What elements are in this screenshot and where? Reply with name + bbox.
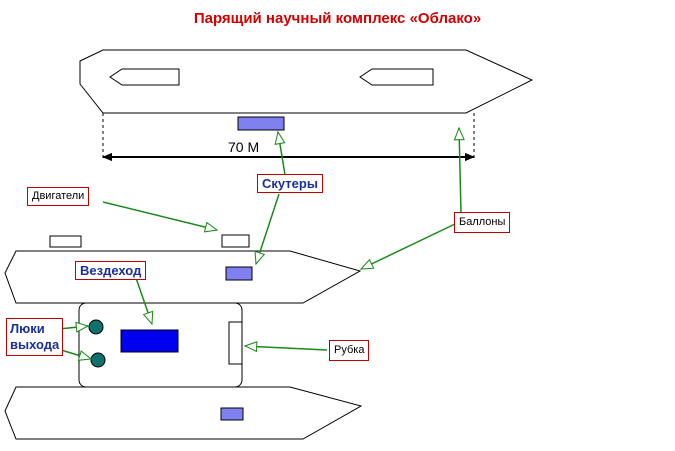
dimension-label: 70 М <box>228 139 260 155</box>
arrow-hatch-top <box>58 326 88 329</box>
arrow-hatch-bottom <box>60 349 91 359</box>
top-engine-right <box>359 68 434 86</box>
label-hatches: Люки выхода <box>6 318 64 356</box>
callout-arrows <box>58 128 461 359</box>
side-scooter <box>225 266 253 281</box>
side-engine-left <box>49 235 82 248</box>
top-view <box>79 49 534 162</box>
label-hatches-line2: выхода <box>10 337 60 352</box>
label-rover: Вездеход <box>75 261 147 280</box>
diagram-title: Парящий научный комплекс «Облако» <box>193 10 482 27</box>
label-hatches-line1: Люки <box>10 321 45 336</box>
upper-balloon <box>4 250 362 304</box>
arrow-engines <box>102 201 217 230</box>
arrow-balloons-top <box>459 128 461 214</box>
wheelhouse <box>228 321 243 365</box>
side-engine-right <box>221 234 250 248</box>
arrow-scooters-top <box>278 132 286 176</box>
arrow-rover <box>135 277 152 324</box>
top-scooter <box>237 116 285 131</box>
arrow-balloons-side <box>361 223 456 270</box>
lower-scooter <box>220 407 244 421</box>
hatch-bottom <box>90 352 106 368</box>
rover <box>120 329 179 353</box>
arrow-scooters-side <box>256 193 280 264</box>
label-scooters: Скутеры <box>257 174 323 193</box>
label-cabin: Рубка <box>329 340 370 361</box>
top-hull <box>79 49 534 114</box>
label-balloons: Баллоны <box>454 212 511 233</box>
arrow-cabin <box>245 346 328 350</box>
top-engine-left <box>109 68 180 86</box>
hatch-top <box>88 319 104 335</box>
lower-balloon <box>4 386 363 440</box>
label-engines: Двигатели <box>27 187 90 206</box>
